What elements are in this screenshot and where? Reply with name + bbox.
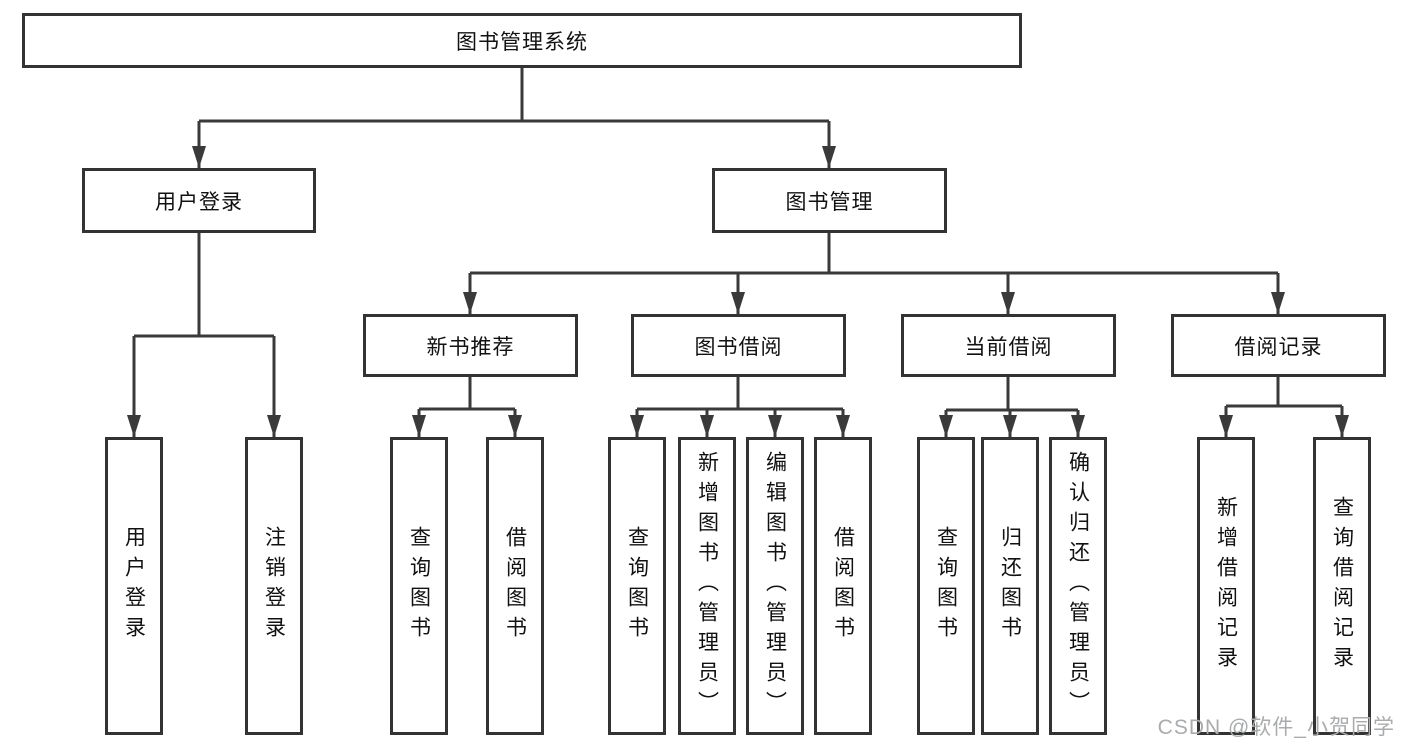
leaf-return-books: 归还图书 <box>981 437 1039 735</box>
leaf-query-books-borrowing: 查询图书 <box>608 437 666 735</box>
arrowhead-icon <box>630 415 644 437</box>
node-label: 图书借阅 <box>694 335 783 359</box>
leaf-confirm-return-admin: 确认归还（管理员） <box>1049 437 1107 735</box>
arrowhead-icon <box>1219 415 1233 437</box>
node-label: 借阅图书 <box>503 526 527 646</box>
node-label: 编辑图书（管理员） <box>763 451 787 721</box>
leaf-borrow-books-recommend: 借阅图书 <box>486 437 544 735</box>
connector-newbook-to-leaves <box>417 377 517 437</box>
arrowheads <box>127 146 1349 437</box>
node-label: 新书推荐 <box>426 335 515 359</box>
node-user-login: 用户登录 <box>82 168 316 233</box>
arrowhead-icon <box>508 415 522 437</box>
leaf-query-borrow-record: 查询借阅记录 <box>1313 437 1371 735</box>
leaf-edit-books-admin: 编辑图书（管理员） <box>746 437 804 735</box>
node-label: 查询借阅记录 <box>1330 496 1354 676</box>
node-label: 查询图书 <box>407 526 431 646</box>
connector-bookmgmt-to-level3 <box>468 233 1280 314</box>
connector-lines <box>132 68 1344 437</box>
arrowhead-icon <box>1271 292 1285 314</box>
node-label: 查询图书 <box>625 526 649 646</box>
leaf-query-books-current: 查询图书 <box>917 437 975 735</box>
arrowhead-icon <box>768 415 782 437</box>
node-label: 新增借阅记录 <box>1214 496 1238 676</box>
node-label: 查询图书 <box>934 526 958 646</box>
arrowhead-icon <box>1003 415 1017 437</box>
node-label: 确认归还（管理员） <box>1066 451 1090 721</box>
leaf-logout: 注销登录 <box>245 437 303 735</box>
arrowhead-icon <box>939 415 953 437</box>
arrowhead-icon <box>192 146 206 168</box>
arrowhead-icon <box>700 415 714 437</box>
connector-root-to-level2 <box>197 68 831 168</box>
arrowhead-icon <box>463 292 477 314</box>
node-label: 借阅记录 <box>1234 335 1323 359</box>
node-label: 归还图书 <box>998 526 1022 646</box>
node-label: 图书管理 <box>785 190 874 214</box>
arrowhead-icon <box>836 415 850 437</box>
node-current-borrowing: 当前借阅 <box>901 314 1116 377</box>
leaf-user-login: 用户登录 <box>105 437 163 735</box>
arrowhead-icon <box>127 415 141 437</box>
node-borrow-records: 借阅记录 <box>1171 314 1386 377</box>
node-label: 图书管理系统 <box>456 30 588 54</box>
leaf-add-borrow-record: 新增借阅记录 <box>1197 437 1255 735</box>
node-library-system: 图书管理系统 <box>22 13 1022 68</box>
arrowhead-icon <box>1335 415 1349 437</box>
node-new-book-recommend: 新书推荐 <box>363 314 578 377</box>
node-book-borrowing: 图书借阅 <box>631 314 846 377</box>
node-label: 新增图书（管理员） <box>695 451 719 721</box>
arrowhead-icon <box>267 415 281 437</box>
node-label: 借阅图书 <box>831 526 855 646</box>
arrowhead-icon <box>1071 415 1085 437</box>
node-label: 当前借阅 <box>964 335 1053 359</box>
arrowhead-icon <box>822 146 836 168</box>
arrowhead-icon <box>412 415 426 437</box>
arrowhead-icon <box>1001 292 1015 314</box>
leaf-borrow-books: 借阅图书 <box>814 437 872 735</box>
node-label: 用户登录 <box>155 190 243 214</box>
connector-bookborrow-to-leaves <box>635 377 845 437</box>
node-label: 注销登录 <box>262 526 286 646</box>
node-label: 用户登录 <box>122 526 146 646</box>
connector-records-to-leaves <box>1224 377 1344 437</box>
leaf-query-books-recommend: 查询图书 <box>390 437 448 735</box>
arrowhead-icon <box>731 292 745 314</box>
node-book-management: 图书管理 <box>712 168 947 233</box>
leaf-add-books-admin: 新增图书（管理员） <box>678 437 736 735</box>
connector-userlogin-to-leaves <box>132 233 276 437</box>
